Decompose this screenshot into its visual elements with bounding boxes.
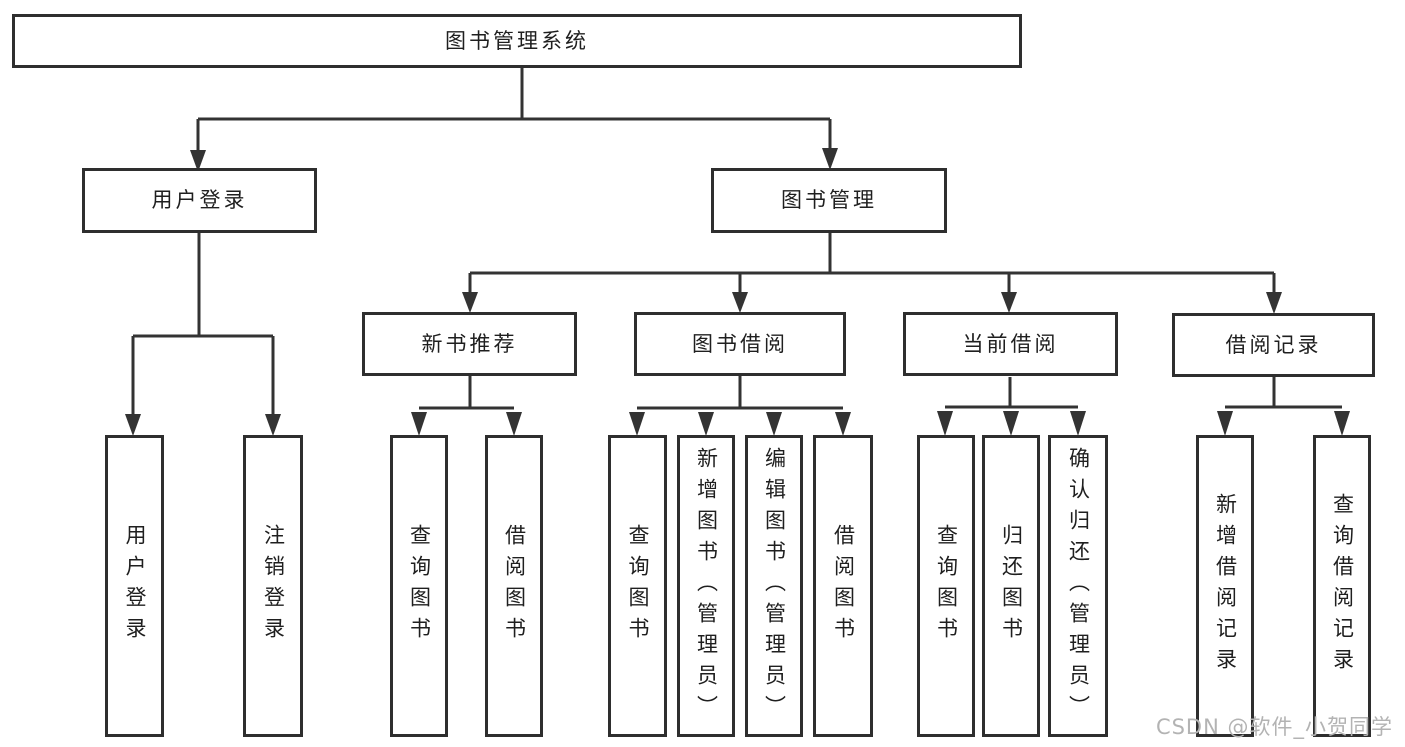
leaf-query-books-3: 查询图书 <box>917 435 975 737</box>
node-user-login-label: 用户登录 <box>151 188 248 212</box>
node-root-system: 图书管理系统 <box>12 14 1022 68</box>
leaf-edit-book-admin: 编辑图书（管理员） <box>745 435 803 737</box>
csdn-watermark: CSDN @软件_小贺同学 <box>1155 715 1393 739</box>
leaf-query-books-1: 查询图书 <box>390 435 448 737</box>
node-current-borrow-label: 当前借阅 <box>962 331 1059 356</box>
leaf-query-books-2: 查询图书 <box>608 435 667 737</box>
connector-user-login-to-leaves <box>125 233 281 436</box>
node-borrow-records: 借阅记录 <box>1172 313 1375 377</box>
node-new-book-recommend: 新书推荐 <box>362 312 577 376</box>
leaf-confirm-return-admin: 确认归还（管理员） <box>1048 435 1108 737</box>
leaf-logout: 注销登录 <box>243 435 303 737</box>
leaf-logout-label: 注销登录 <box>261 524 286 648</box>
node-new-book-recommend-label: 新书推荐 <box>421 331 518 356</box>
leaf-add-book-admin: 新增图书（管理员） <box>677 435 735 737</box>
leaf-borrow-books-2: 借阅图书 <box>813 435 873 737</box>
leaf-borrow-books-1: 借阅图书 <box>485 435 543 737</box>
node-book-management-label: 图书管理 <box>781 188 877 212</box>
node-root-system-label: 图书管理系统 <box>445 28 589 53</box>
leaf-add-borrow-record: 新增借阅记录 <box>1196 435 1254 737</box>
leaf-confirm-return-admin-label: 确认归还（管理员） <box>1066 446 1091 726</box>
leaf-user-login: 用户登录 <box>105 435 164 737</box>
node-book-borrow-label: 图书借阅 <box>692 331 788 356</box>
connector-book-borrow-to-leaves <box>629 376 851 436</box>
leaf-borrow-books-1-label: 借阅图书 <box>502 524 527 648</box>
node-borrow-records-label: 借阅记录 <box>1225 332 1322 357</box>
leaf-add-borrow-record-label: 新增借阅记录 <box>1213 493 1238 679</box>
leaf-query-books-2-label: 查询图书 <box>626 524 650 648</box>
leaf-query-books-1-label: 查询图书 <box>407 524 432 648</box>
node-book-borrow: 图书借阅 <box>634 312 846 376</box>
connector-current-borrow-to-leaves <box>937 377 1086 436</box>
leaf-edit-book-admin-label: 编辑图书（管理员） <box>762 446 787 726</box>
leaf-return-book: 归还图书 <box>982 435 1040 737</box>
connector-new-book-recommend-to-leaves <box>411 376 522 436</box>
leaf-user-login-label: 用户登录 <box>123 524 147 648</box>
leaf-query-books-3-label: 查询图书 <box>934 524 959 648</box>
leaf-borrow-books-2-label: 借阅图书 <box>831 524 856 648</box>
leaf-add-book-admin-label: 新增图书（管理员） <box>694 446 719 726</box>
node-user-login: 用户登录 <box>82 168 317 233</box>
leaf-return-book-label: 归还图书 <box>999 524 1024 648</box>
leaf-query-borrow-record: 查询借阅记录 <box>1313 435 1371 737</box>
connector-root-to-level1 <box>190 68 838 172</box>
connector-book-management-to-level2 <box>462 233 1282 314</box>
leaf-query-borrow-record-label: 查询借阅记录 <box>1330 493 1355 679</box>
node-book-management: 图书管理 <box>711 168 947 233</box>
connector-borrow-records-to-leaves <box>1217 377 1350 436</box>
node-current-borrow: 当前借阅 <box>903 312 1118 376</box>
